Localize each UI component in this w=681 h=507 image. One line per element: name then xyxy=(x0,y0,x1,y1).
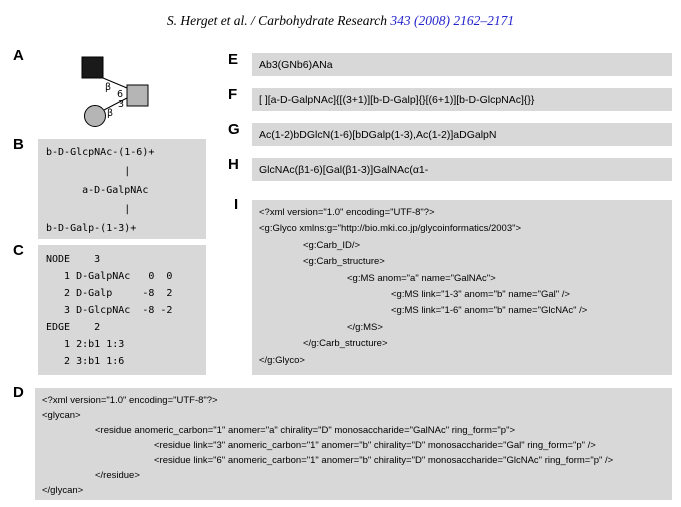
panel-label-d: D xyxy=(13,384,24,401)
galnac-shaded-square-icon xyxy=(126,84,149,107)
code-line: <g:Carb_ID/> xyxy=(303,239,361,251)
code-line: </g:Carb_structure> xyxy=(303,338,388,350)
code-line: NODE 3 xyxy=(46,254,101,265)
code-line: | xyxy=(46,204,131,215)
linkage-line-1-3 xyxy=(103,97,128,111)
code-line: <residue anomeric_carbon="1" anomer="a" … xyxy=(95,425,515,436)
code-line: 2 D-Galp -8 2 xyxy=(46,288,173,299)
code-line: <g:MS link="1-6" anom="b" name="GlcNAc" … xyxy=(391,305,588,317)
panel-d-box: <?xml version="1.0" encoding="UTF-8"?> <… xyxy=(35,388,672,500)
gal-shaded-circle-icon xyxy=(84,105,106,127)
panel-label-i: I xyxy=(234,196,239,213)
panel-f-box: [ ][a-D-GalpNAc]{[(3+1)][b-D-Galp]{}[(6+… xyxy=(252,88,672,111)
panel-label-e: E xyxy=(228,51,239,68)
linucs-text: [ ][a-D-GalpNAc]{[(3+1)][b-D-Galp]{}[(6+… xyxy=(259,93,535,106)
code-line: a-D-GalpNAc xyxy=(46,185,149,196)
code-line: 3 D-GlcpNAc -8 -2 xyxy=(46,305,173,316)
code-line: EDGE 2 xyxy=(46,322,101,333)
code-line: 1 D-GalpNAc 0 0 xyxy=(46,271,173,282)
code-line: <residue link="3" anomeric_carbon="1" an… xyxy=(154,440,596,451)
code-line: 2 3:b1 1:6 xyxy=(46,356,125,367)
iupac-condensed-text: GlcNAc(β1-6)[Gal(β1-3)]GalNAc(α1- xyxy=(259,163,429,176)
code-line: <?xml version="1.0" encoding="UTF-8"?> xyxy=(42,395,218,406)
code-line: <g:MS link="1-3" anom="b" name="Gal" /> xyxy=(391,289,570,301)
code-line: <g:MS anom="a" name="GalNAc"> xyxy=(347,272,496,284)
linearcode-text: Ab3(GNb6)ANa xyxy=(259,58,333,71)
code-line: b-D-Galp-(1-3)+ xyxy=(46,223,137,234)
code-line: | xyxy=(46,166,131,177)
panel-label-c: C xyxy=(13,242,24,259)
glycan-diagram: β 6 β 3 xyxy=(81,56,149,127)
panel-b-box: b-D-GlcpNAc-(1-6)+ | a-D-GalpNAc | b-D-G… xyxy=(38,139,206,239)
code-line: </residue> xyxy=(95,470,140,481)
anomer-label-beta-bottom: β xyxy=(107,108,113,119)
panel-label-a: A xyxy=(13,47,24,64)
panel-i-box: <?xml version="1.0" encoding="UTF-8"?> <… xyxy=(252,200,672,375)
code-line: <?xml version="1.0" encoding="UTF-8"?> xyxy=(259,207,435,218)
code-line: </g:MS> xyxy=(347,321,383,333)
code-line: b-D-GlcpNAc-(1-6)+ xyxy=(46,147,155,158)
linkage-position-label-3: 3 xyxy=(118,99,124,110)
linkage-line-1-6 xyxy=(102,77,128,89)
citation-volume-pages-link[interactable]: 343 (2008) 2162–2171 xyxy=(390,13,515,28)
code-line: </glycan> xyxy=(42,485,84,496)
panel-label-f: F xyxy=(228,86,238,103)
code-line: <g:Carb_structure> xyxy=(303,256,385,268)
panel-h-box: GlcNAc(β1-6)[Gal(β1-3)]GalNAc(α1- xyxy=(252,158,672,181)
anomer-label-beta-top: β xyxy=(105,82,111,93)
code-line: <g:Glyco xmlns:g="http://bio.mki.co.jp/g… xyxy=(259,223,522,235)
panel-g-box: Ac(1-2)bDGlcN(1-6)[bDGalp(1-3),Ac(1-2)]a… xyxy=(252,123,672,146)
panel-label-b: B xyxy=(13,136,24,153)
running-head-citation: S. Herget et al. / Carbohydrate Research… xyxy=(0,13,681,29)
bcsdb-text: Ac(1-2)bDGlcN(1-6)[bDGalp(1-3),Ac(1-2)]a… xyxy=(259,128,497,141)
code-line: <residue link="6" anomeric_carbon="1" an… xyxy=(154,455,614,466)
code-line: </g:Glyco> xyxy=(259,354,305,366)
code-line: 1 2:b1 1:3 xyxy=(46,339,125,350)
panel-e-box: Ab3(GNb6)ANa xyxy=(252,53,672,76)
linkage-position-label-6: 6 xyxy=(117,89,123,100)
panel-label-g: G xyxy=(228,121,240,138)
code-line: <glycan> xyxy=(42,410,81,421)
glcnac-filled-square-icon xyxy=(81,56,104,79)
panel-label-h: H xyxy=(228,156,239,173)
panel-c-box: NODE 3 1 D-GalpNAc 0 0 2 D-Galp -8 2 3 D… xyxy=(38,245,206,375)
citation-authors-journal: S. Herget et al. / Carbohydrate Research xyxy=(166,13,391,28)
